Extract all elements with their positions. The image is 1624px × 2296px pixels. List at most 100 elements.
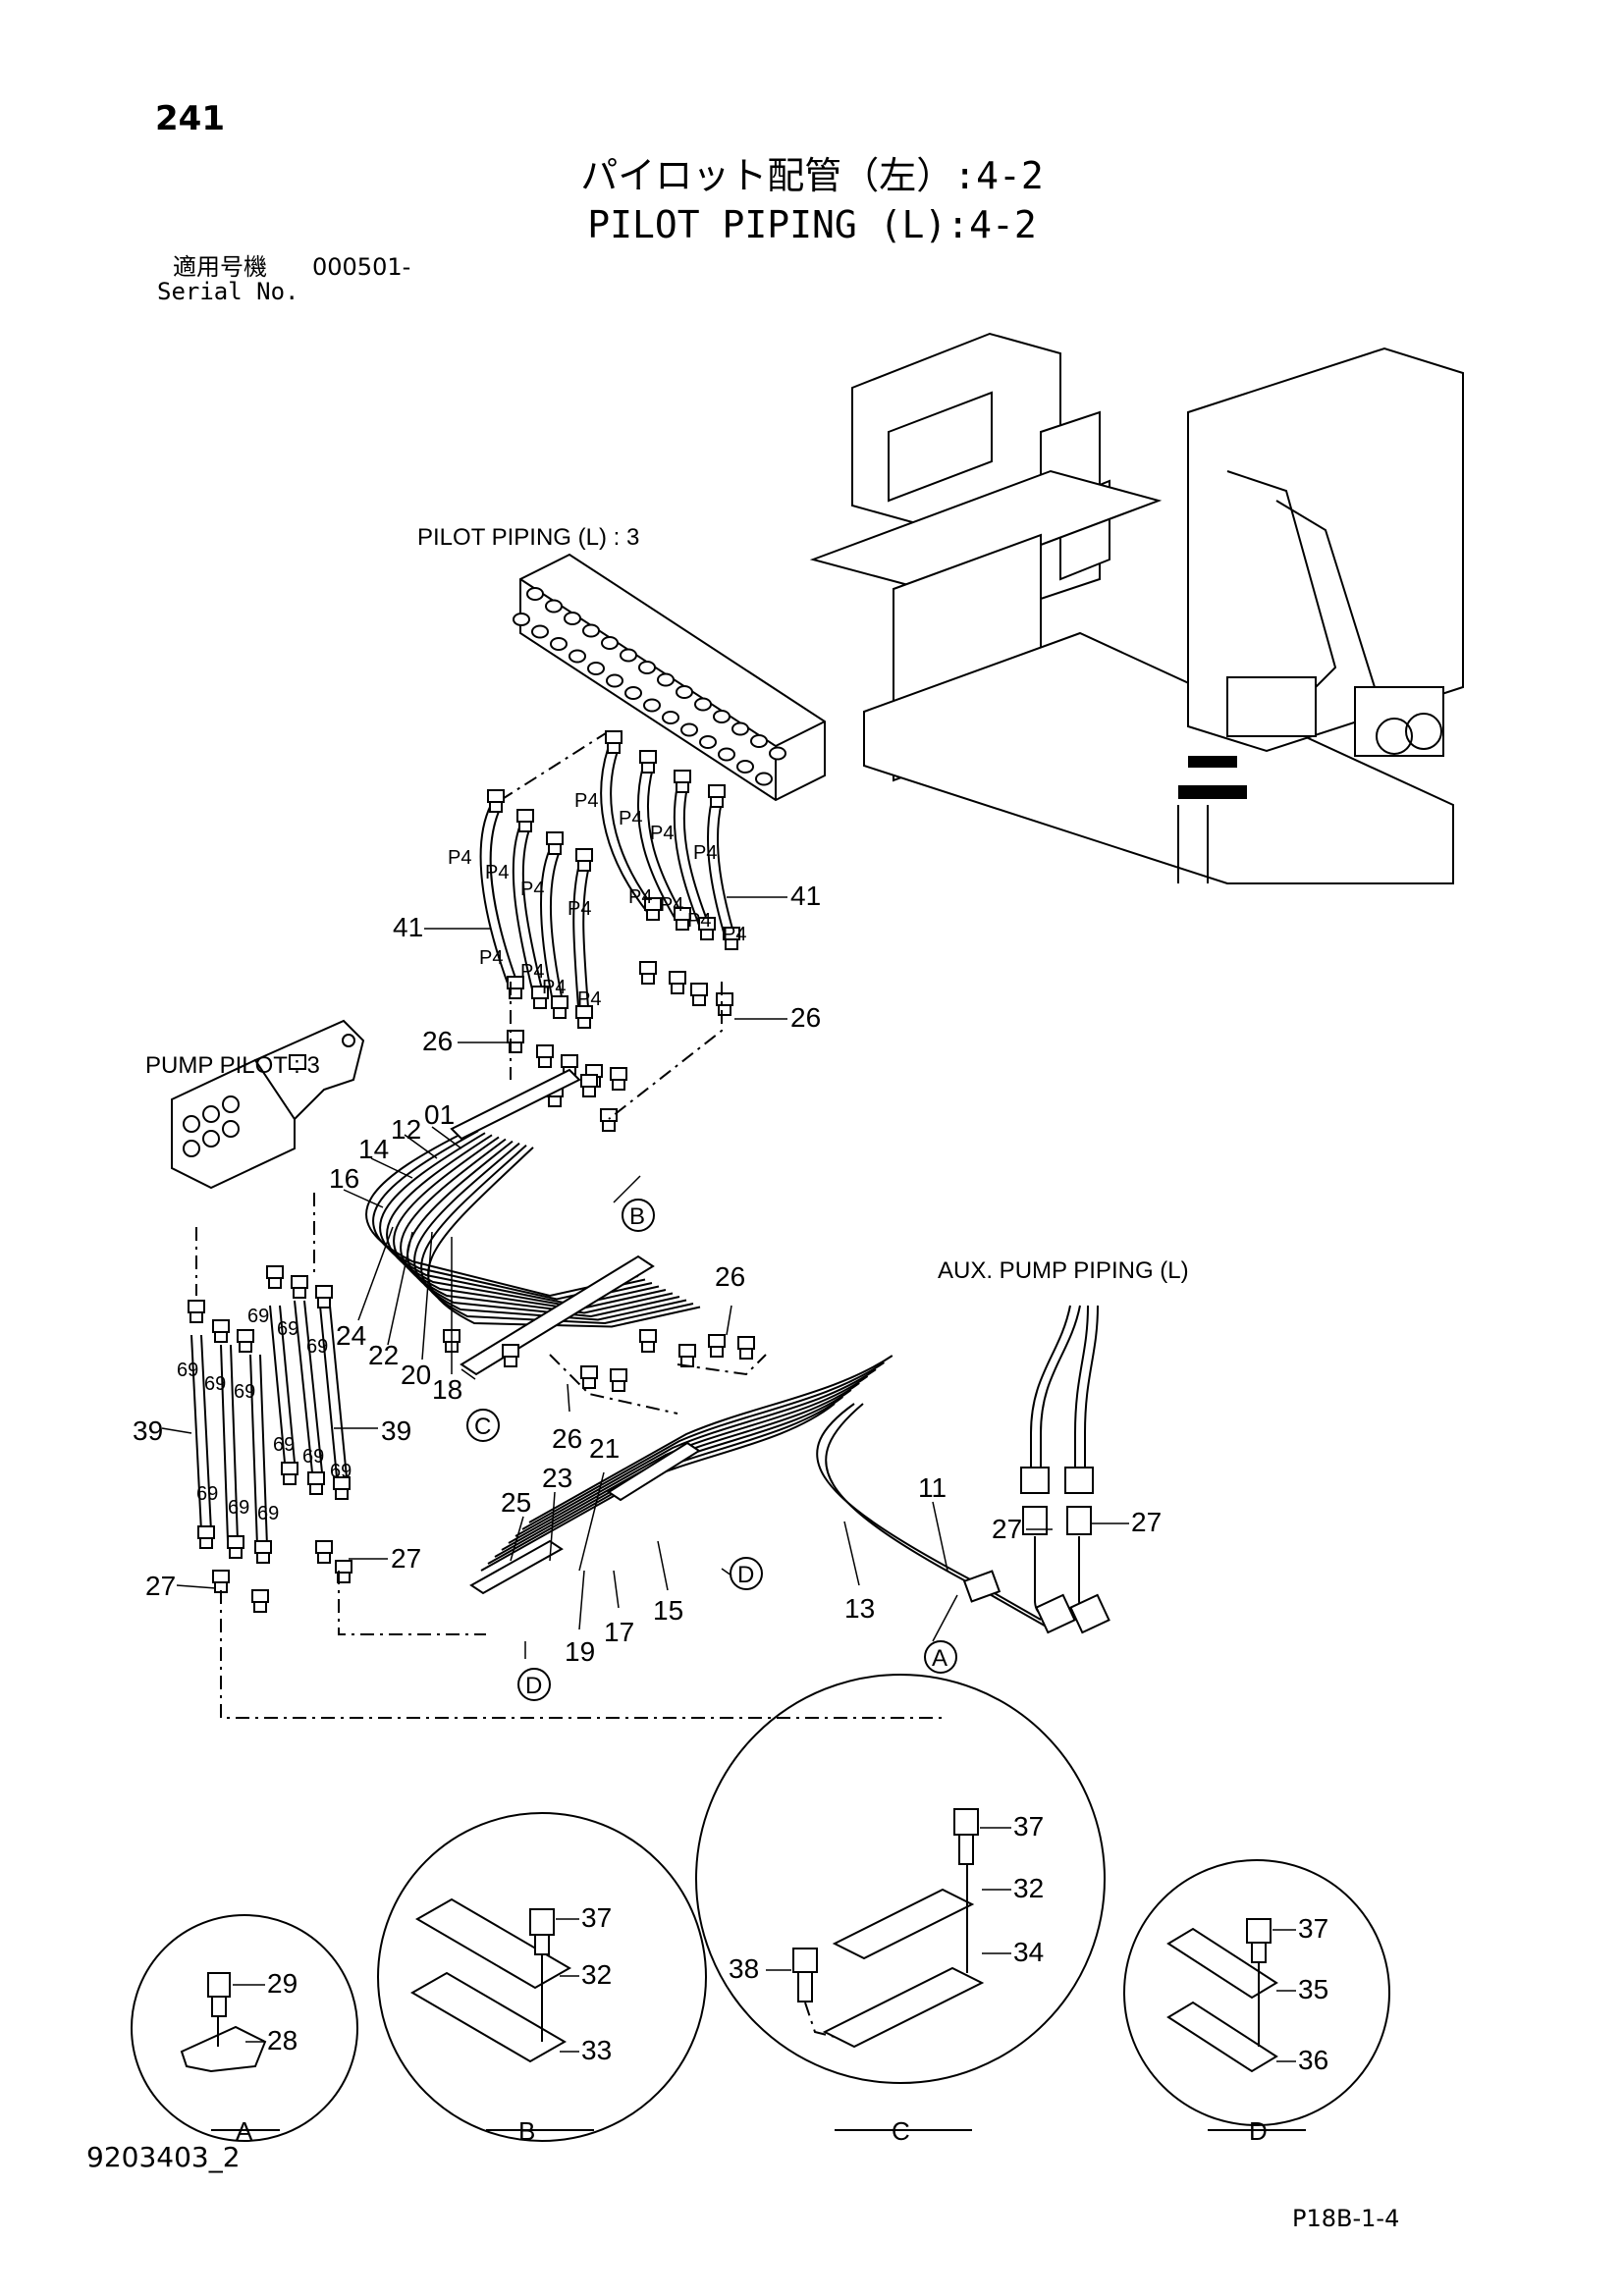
manifold-port (582, 623, 600, 638)
manifold-port (550, 637, 568, 651)
callout-33: 33 (581, 2035, 612, 2065)
pipe-fitting (266, 1265, 284, 1279)
aux-pump-pipes (1020, 1305, 1110, 1634)
hose-end-fitting (708, 784, 726, 798)
pipe-fitting (283, 1473, 297, 1485)
callout-24: 24 (336, 1320, 366, 1351)
callout-37-c: 37 (1013, 1811, 1044, 1842)
pilot-pipe (372, 1130, 646, 1301)
title-japanese: パイロット配管（左）:4-2 (580, 154, 1044, 197)
manifold-port (676, 685, 693, 699)
detail-label-c: C (892, 2116, 910, 2146)
pipe-fitting (335, 1488, 349, 1500)
pipe-fitting (309, 1483, 323, 1495)
pipe-bundle-upper (365, 1128, 701, 1328)
pipe-fitting (641, 1341, 655, 1353)
callout-21: 21 (589, 1433, 620, 1464)
adapter-fitting (671, 983, 684, 994)
pilot-pipe (528, 1355, 893, 1523)
callout-36: 36 (1298, 2045, 1328, 2075)
p4-label: P4 (520, 961, 544, 983)
pilot-pipe (413, 1142, 687, 1321)
manifold-port (731, 721, 749, 736)
callout-11: 11 (918, 1472, 947, 1503)
pilot-pipe (427, 1147, 701, 1328)
pilot-pipe (521, 1362, 885, 1530)
marker-b-upper: B (629, 1203, 645, 1230)
callout-37-b: 37 (581, 1902, 612, 1933)
manifold-port (699, 735, 717, 749)
hose-end-fitting (487, 789, 505, 803)
pilot-pipe (400, 1138, 674, 1314)
hose-end-fitting (575, 848, 593, 862)
p4-label: P4 (520, 879, 544, 900)
callout-69: 69 (196, 1483, 218, 1505)
pipe-fitting (708, 1334, 726, 1348)
pipe-fitting (189, 1311, 203, 1323)
manifold-port (606, 673, 623, 688)
manifold-port (694, 697, 712, 712)
pipe-fitting (737, 1336, 755, 1350)
pipe-fitting (678, 1344, 696, 1358)
adapter-fitting (553, 1007, 567, 1019)
pilot-pipe (825, 1403, 1051, 1629)
callout-38: 38 (729, 1953, 759, 1984)
callout-28: 28 (267, 2025, 298, 2056)
manifold-port (755, 772, 773, 786)
callout-20: 20 (401, 1360, 431, 1390)
adapter-fitting (538, 1056, 552, 1068)
document-number: 9203403_2 (86, 2141, 241, 2173)
pipe-fitting (212, 1319, 230, 1333)
pipe-fitting (237, 1329, 254, 1343)
p4-label: P4 (577, 988, 601, 1010)
callout-69: 69 (302, 1446, 324, 1468)
pipe-fitting (315, 1285, 333, 1299)
pipe-fitting (281, 1462, 298, 1475)
pipe-fitting (504, 1356, 517, 1367)
callout-17: 17 (604, 1617, 634, 1647)
pipe-fitting (293, 1287, 306, 1299)
detail-label-a: A (236, 2116, 253, 2146)
callout-26-upper-left: 26 (422, 1026, 453, 1056)
marker-c-upper: C (474, 1414, 491, 1440)
manifold-port (662, 711, 679, 724)
manifold-port (713, 710, 731, 723)
pipe-fitting (197, 1525, 215, 1539)
adapter-fitting (533, 997, 547, 1009)
callout-34: 34 (1013, 1937, 1044, 1967)
p4-label: P4 (542, 977, 566, 998)
p4-labels: P4 P4 P4 P4 P4 P4 P4 P4 P4 P4 P4 P4 P4 P… (448, 790, 746, 1010)
detail-label-b: B (518, 2116, 535, 2146)
callout-13: 13 (844, 1593, 875, 1624)
callout-15: 15 (653, 1595, 683, 1626)
marker-d-lower: D (525, 1673, 542, 1699)
pipe-fitting (291, 1275, 308, 1289)
pilot-pipe (420, 1145, 694, 1325)
pipe-fitting (739, 1348, 753, 1360)
ref-pump-pilot-3: PUMP PILOT : 3 (145, 1052, 320, 1079)
p4-label: P4 (574, 790, 598, 812)
p4-label: P4 (628, 886, 652, 908)
callout-16: 16 (329, 1163, 359, 1194)
pipe-fitting (229, 1547, 243, 1559)
pipe-fitting (253, 1601, 267, 1613)
adapter-fitting (602, 1120, 616, 1132)
callout-26-upper-right: 26 (790, 1002, 821, 1033)
pipe-fitting (227, 1535, 244, 1549)
pipe-fitting (317, 1552, 331, 1564)
callout-69: 69 (228, 1497, 249, 1519)
callout-22: 22 (368, 1340, 399, 1370)
marker-a-upper: A (932, 1645, 947, 1672)
p4-label: P4 (479, 947, 503, 969)
adapter-fitting (641, 973, 655, 985)
manifold-port (750, 734, 768, 748)
manifold-port (564, 612, 581, 625)
pipe-fitting (188, 1300, 205, 1313)
ref-aux-pump-piping-l: AUX. PUMP PIPING (L) (938, 1257, 1189, 1284)
callout-69: 69 (306, 1336, 328, 1358)
p4-label: P4 (660, 894, 683, 916)
callout-69: 69 (277, 1318, 298, 1340)
callout-32-c: 32 (1013, 1873, 1044, 1903)
pipe-fitting (199, 1537, 213, 1549)
manifold-port (736, 760, 754, 774)
